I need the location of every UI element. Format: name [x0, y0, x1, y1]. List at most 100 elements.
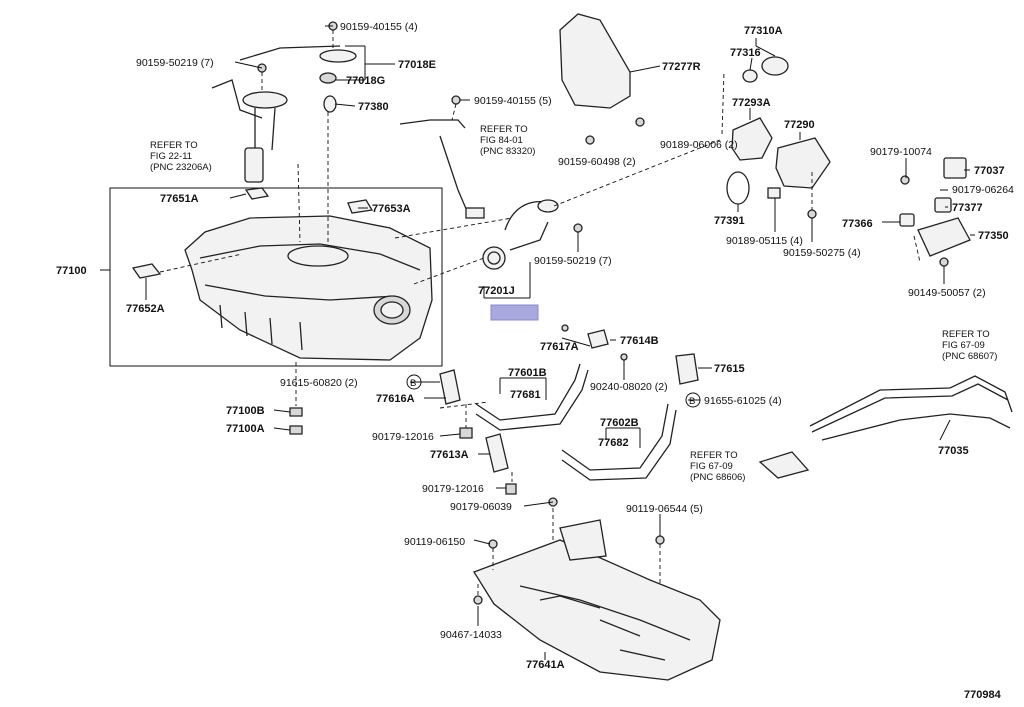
tank-band-77602b-shape	[561, 403, 677, 481]
refer-line-3: (PNC 68607)	[942, 351, 997, 362]
part-label[interactable]: 77641A	[526, 659, 565, 671]
filler-neck-shape	[726, 56, 831, 205]
part-label[interactable]: 77290	[784, 119, 815, 131]
nut-a-shape	[459, 427, 473, 439]
refer-note-fig-67-09-a[interactable]: REFER TO FIG 67-09 (PNC 68607)	[942, 329, 997, 362]
part-label[interactable]: 90467-14033	[440, 629, 502, 641]
refer-note-fig-67-09-b[interactable]: REFER TO FIG 67-09 (PNC 68606)	[690, 450, 745, 483]
part-label[interactable]: 77316	[730, 47, 761, 59]
part-label[interactable]: 77391	[714, 215, 745, 227]
shield-77277r-shape	[559, 13, 631, 109]
part-label[interactable]: 77035	[938, 445, 969, 457]
part-label[interactable]: 77018E	[398, 59, 436, 71]
b-marker-1: B	[406, 374, 422, 390]
fuel-lines-shape	[758, 375, 1013, 479]
part-label[interactable]: 90189-06006 (2)	[660, 139, 738, 151]
bracket-77613a-shape	[485, 433, 509, 473]
fuel-tank-shape	[184, 215, 433, 361]
tank-band-77601b-shape	[475, 363, 589, 431]
part-label[interactable]: 77682	[598, 437, 629, 449]
nut-b-shape	[505, 483, 517, 495]
fuel-lid-shape	[899, 157, 971, 257]
refer-line-3: (PNC 23206A)	[150, 162, 212, 173]
fuel-pump-assembly-shape	[211, 45, 357, 183]
part-label[interactable]: 90159-60498 (2)	[558, 156, 636, 168]
part-label[interactable]: 77037	[974, 165, 1005, 177]
part-label[interactable]: 90240-08020 (2)	[590, 381, 668, 393]
bracket-77615-shape	[675, 353, 699, 385]
part-label[interactable]: 77601B	[508, 367, 547, 379]
part-label[interactable]: 90179-06039	[450, 501, 512, 513]
refer-line-1: REFER TO	[690, 450, 738, 461]
sender-gauge-shape	[399, 119, 485, 219]
part-label[interactable]: 77380	[358, 101, 389, 113]
refer-line-2: FIG 22-11	[150, 151, 192, 162]
part-label[interactable]: 77377	[952, 202, 983, 214]
pad-77653a-shape	[347, 199, 374, 214]
filler-pipe-shape	[482, 199, 559, 270]
refer-line-1: REFER TO	[150, 140, 198, 151]
tank-assembly-box	[109, 187, 443, 367]
b-marker-1-label: B	[410, 378, 416, 389]
part-label[interactable]: 77614B	[620, 335, 659, 347]
leader-lines	[100, 25, 975, 660]
part-label[interactable]: 90179-10074	[870, 146, 932, 158]
refer-line-3: (PNC 83320)	[480, 146, 535, 157]
part-label[interactable]: 90179-12016	[372, 431, 434, 443]
part-label[interactable]: 77602B	[600, 417, 639, 429]
tank-protector-shape	[473, 519, 721, 681]
part-label[interactable]: 77653A	[372, 203, 411, 215]
part-label[interactable]: 77100A	[226, 423, 265, 435]
part-label[interactable]: 77277R	[662, 61, 701, 73]
part-label[interactable]: 90179-06264	[952, 184, 1014, 196]
b-marker-2: B	[685, 392, 701, 408]
part-label[interactable]: 90119-06150	[404, 536, 465, 548]
part-label[interactable]: 90159-40155 (4)	[340, 21, 418, 33]
part-label[interactable]: 77681	[510, 389, 541, 401]
refer-line-2: FIG 67-09	[942, 340, 985, 351]
bracket-77614b-shape	[587, 329, 609, 349]
refer-line-1: REFER TO	[942, 329, 990, 340]
part-label[interactable]: 77100B	[226, 405, 265, 417]
part-label[interactable]: 90159-50275 (4)	[783, 247, 861, 259]
pad-77652a-shape	[131, 263, 162, 279]
diagram-id: 770984	[964, 689, 1002, 701]
part-label[interactable]: 77366	[842, 218, 873, 230]
part-label[interactable]: 77652A	[126, 303, 165, 315]
part-label[interactable]: 90159-50219 (7)	[534, 255, 612, 267]
part-label[interactable]: 77018G	[346, 75, 385, 87]
part-label[interactable]: 77616A	[376, 393, 415, 405]
part-label[interactable]: 77613A	[430, 449, 469, 461]
part-label[interactable]: 90159-40155 (5)	[474, 95, 552, 107]
refer-line-2: FIG 67-09	[690, 461, 733, 472]
part-label[interactable]: 90189-05115 (4)	[726, 235, 803, 247]
part-labels: 90159-40155 (4) 90159-50219 (7) 77018E 7…	[56, 21, 1014, 671]
pad-77651a-shape	[244, 187, 270, 200]
part-label[interactable]: 77293A	[732, 97, 771, 109]
fastener-glyphs	[257, 21, 949, 605]
part-label[interactable]: 77651A	[160, 193, 199, 205]
part-label[interactable]: 77100	[56, 265, 87, 277]
part-label[interactable]: 90159-50219 (7)	[136, 57, 214, 69]
part-label[interactable]: 90119-06544 (5)	[626, 503, 703, 515]
refer-line-1: REFER TO	[480, 124, 528, 135]
refer-note-fig-84-01[interactable]: REFER TO FIG 84-01 (PNC 83320)	[480, 124, 535, 157]
bracket-77616a-shape	[439, 369, 461, 405]
part-label[interactable]: 77310A	[744, 25, 783, 37]
b-marker-2-label: B	[689, 396, 695, 407]
part-label[interactable]: 91615-60820 (2)	[280, 377, 358, 389]
part-label[interactable]: 77201J	[478, 285, 515, 297]
refer-line-2: FIG 84-01	[480, 135, 523, 146]
part-label[interactable]: 77350	[978, 230, 1009, 242]
highlight-box	[490, 304, 539, 321]
part-label[interactable]: 77617A	[540, 341, 579, 353]
nut-77100a-shape	[289, 425, 303, 435]
part-label[interactable]: 91655-61025 (4)	[704, 395, 782, 407]
part-label[interactable]: 90149-50057 (2)	[908, 287, 986, 299]
part-label[interactable]: 90179-12016	[422, 483, 484, 495]
refer-line-3: (PNC 68606)	[690, 472, 745, 483]
nut-77100b-shape	[289, 407, 303, 417]
refer-note-fig-22-11[interactable]: REFER TO FIG 22-11 (PNC 23206A)	[150, 140, 212, 173]
part-label[interactable]: 77615	[714, 363, 745, 375]
